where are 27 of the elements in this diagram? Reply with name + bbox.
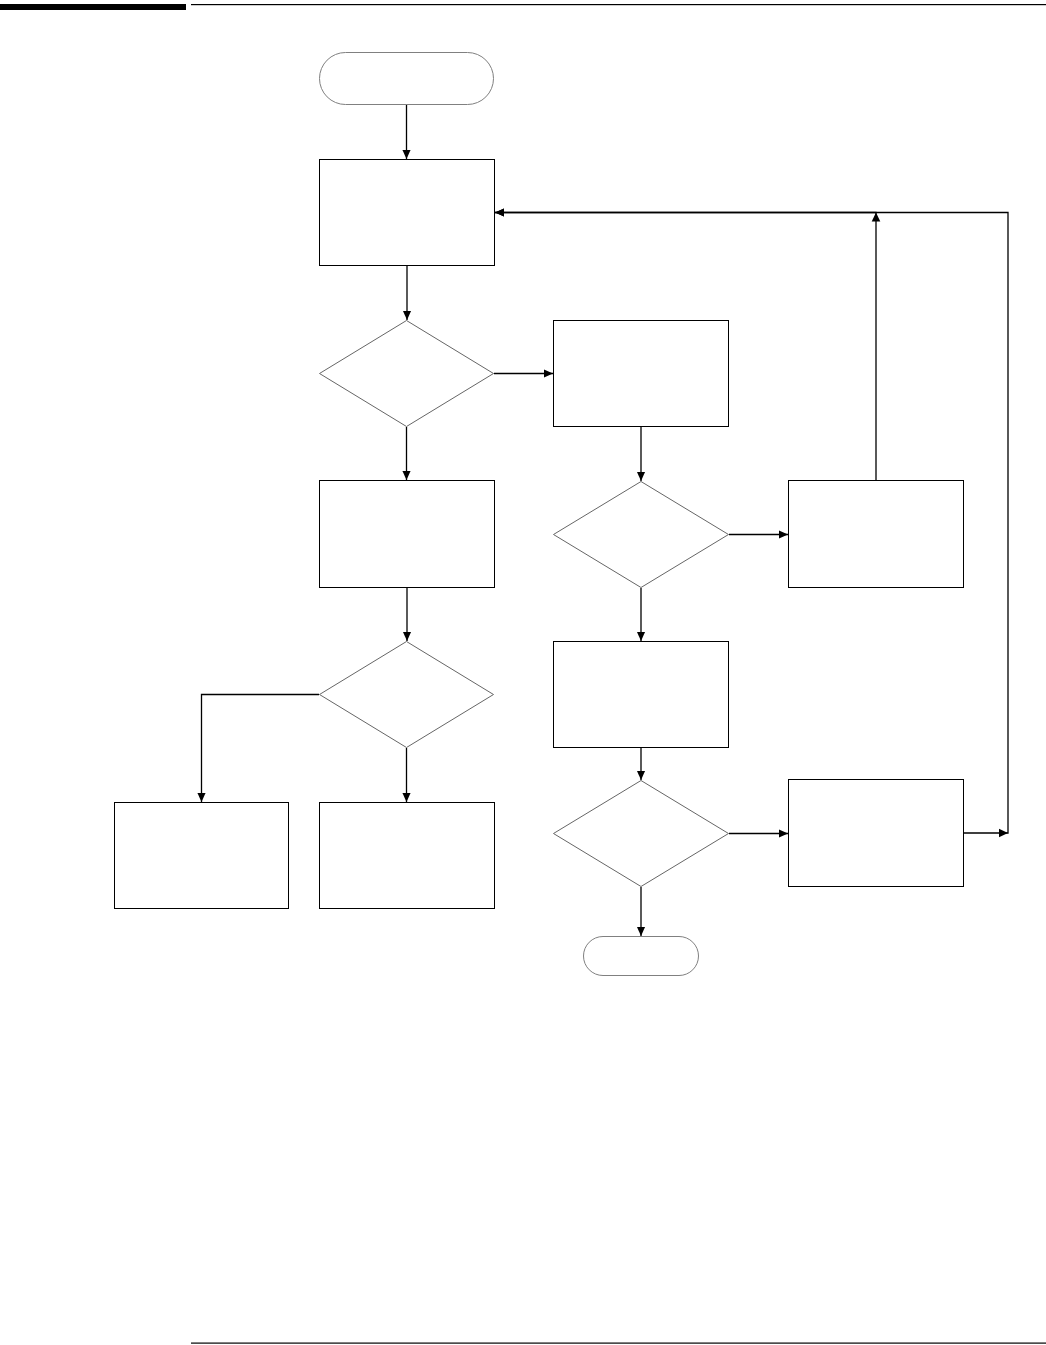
flow-arrow — [728, 829, 789, 838]
flow-arrow — [636, 747, 646, 781]
flow-arrow — [402, 265, 412, 321]
flow-arrow — [636, 587, 646, 642]
decision-diamond — [319, 641, 494, 748]
decision-diamond — [553, 780, 729, 887]
process-box — [319, 802, 495, 909]
flow-arrow — [636, 886, 646, 937]
flow-arrow — [402, 587, 412, 642]
process-box — [788, 480, 964, 588]
process-box — [553, 320, 729, 427]
process-box — [319, 480, 495, 588]
process-box — [553, 641, 729, 748]
flow-arrow — [636, 426, 646, 482]
flow-arrow — [728, 530, 789, 539]
decision-diamond — [319, 320, 494, 427]
process-box — [788, 779, 964, 887]
flow-arrow — [197, 693, 320, 803]
process-box — [114, 802, 289, 909]
terminal-pill — [583, 936, 699, 976]
flow-arrow — [402, 747, 411, 803]
flow-arrow — [402, 104, 411, 160]
terminal-pill — [319, 52, 494, 105]
flow-arrow — [402, 426, 411, 481]
decision-diamond — [553, 481, 729, 588]
process-box — [319, 159, 495, 266]
flow-arrow — [493, 369, 554, 378]
